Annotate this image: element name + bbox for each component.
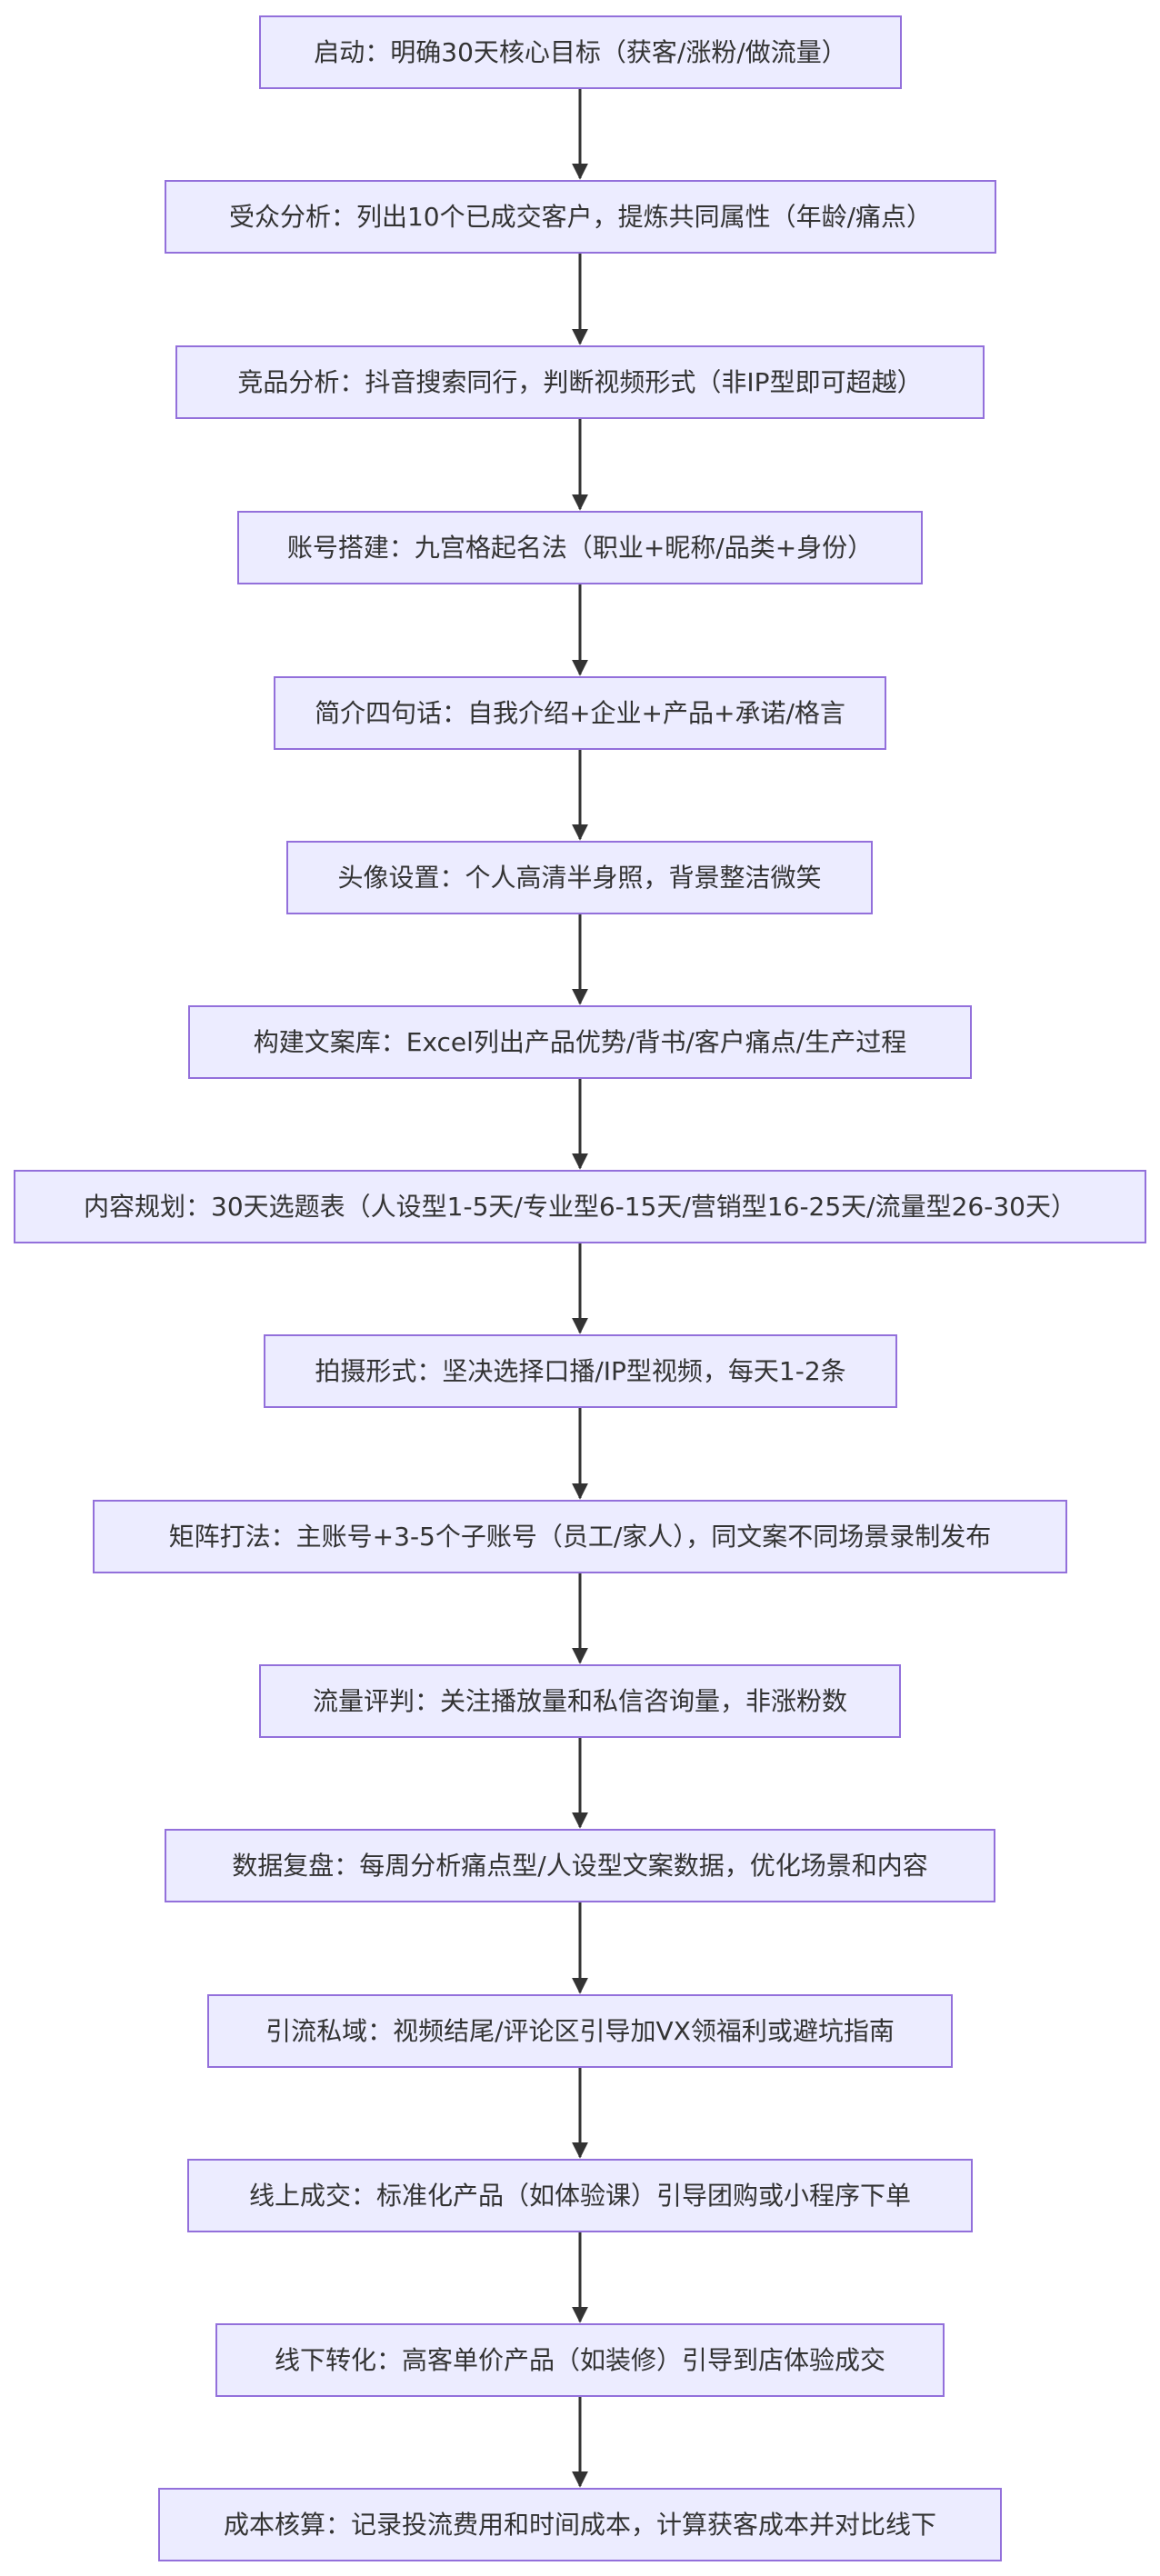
step-start: 启动：明确30天核心目标（获客/涨粉/做流量） xyxy=(259,15,902,89)
step-cost-accounting: 成本核算：记录投流费用和时间成本，计算获客成本并对比线下 xyxy=(158,2488,1002,2561)
step-traffic-judge: 流量评判：关注播放量和私信咨询量，非涨粉数 xyxy=(259,1664,901,1738)
step-data-review: 数据复盘：每周分析痛点型/人设型文案数据，优化场景和内容 xyxy=(165,1829,995,1902)
step-private-traffic: 引流私域：视频结尾/评论区引导加VX领福利或避坑指南 xyxy=(207,1994,953,2068)
step-avatar: 头像设置：个人高清半身照，背景整洁微笑 xyxy=(286,841,873,914)
step-account-setup: 账号搭建：九宫格起名法（职业+昵称/品类+身份） xyxy=(237,511,923,584)
step-bio: 简介四句话：自我介绍+企业+产品+承诺/格言 xyxy=(274,676,886,750)
step-content-plan: 内容规划：30天选题表（人设型1-5天/专业型6-15天/营销型16-25天/流… xyxy=(14,1170,1146,1243)
step-competitor-analysis: 竞品分析：抖音搜索同行，判断视频形式（非IP型即可超越） xyxy=(175,345,985,419)
step-shooting-format: 拍摄形式：坚决选择口播/IP型视频，每天1-2条 xyxy=(264,1334,897,1408)
step-audience-analysis: 受众分析：列出10个已成交客户，提炼共同属性（年龄/痛点） xyxy=(165,180,996,254)
step-offline-conversion: 线下转化：高客单价产品（如装修）引导到店体验成交 xyxy=(215,2323,945,2397)
step-online-deal: 线上成交：标准化产品（如体验课）引导团购或小程序下单 xyxy=(187,2159,973,2232)
step-copy-library: 构建文案库：Excel列出产品优势/背书/客户痛点/生产过程 xyxy=(188,1005,972,1079)
step-matrix: 矩阵打法：主账号+3-5个子账号（员工/家人），同文案不同场景录制发布 xyxy=(93,1500,1067,1573)
